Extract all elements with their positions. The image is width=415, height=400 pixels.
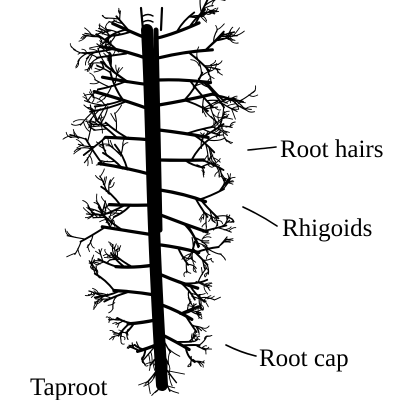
taproot-label: Taproot <box>30 374 107 400</box>
root-hairs-label: Root hairs <box>280 136 383 163</box>
rhigoids-leader <box>243 207 277 226</box>
leader-lines <box>226 147 277 356</box>
root-cap-label: Root cap <box>259 345 349 372</box>
root-hairs-leader <box>248 147 276 150</box>
rhigoids-label: Rhigoids <box>282 215 372 242</box>
root-cap-leader <box>226 345 256 356</box>
